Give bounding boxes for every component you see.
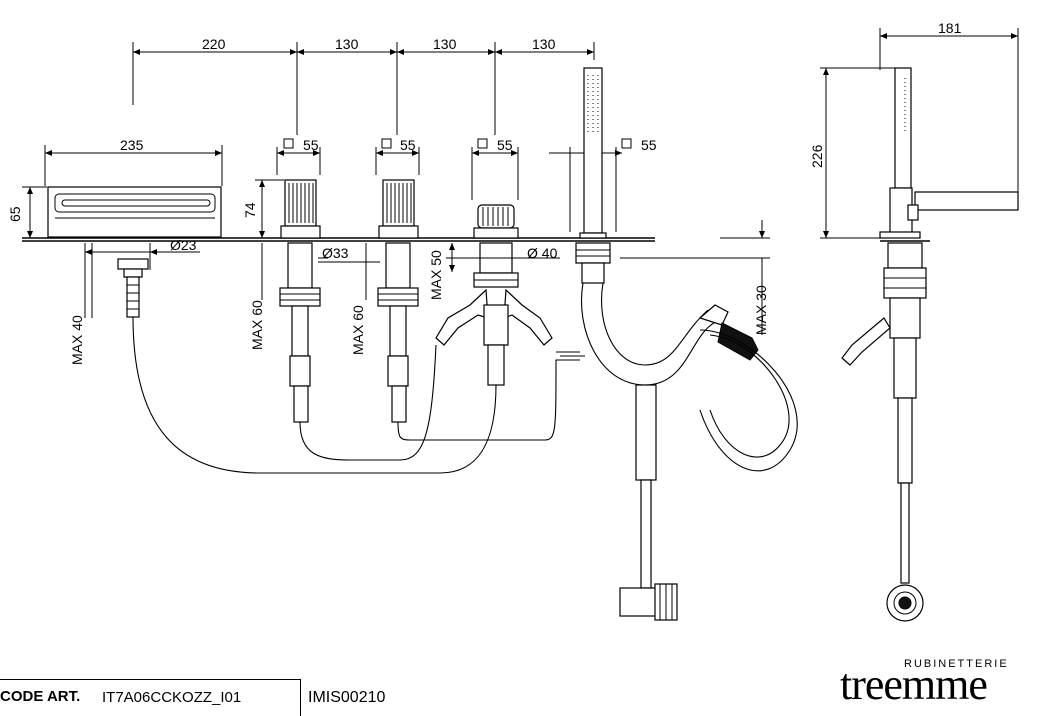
diverter: 55 MAX 50 Ø 40 (428, 137, 560, 386)
dim-55-b: 55 (400, 137, 416, 153)
handle-left: 55 74 MAX 60 Ø33 (242, 137, 380, 423)
dim-max-30: MAX 30 (753, 285, 769, 335)
dim-130-c: 130 (532, 36, 556, 52)
top-spacing-dimensions: 220 130 130 130 (132, 36, 595, 135)
dim-55-c: 55 (497, 137, 513, 153)
title-block-top-rule (0, 679, 301, 680)
title-block-divider (300, 680, 301, 716)
dim-max-50: MAX 50 (428, 250, 444, 300)
dim-65: 65 (7, 206, 23, 222)
supply-hoses (132, 316, 585, 474)
dim-max-40: MAX 40 (69, 315, 85, 365)
dim-max-60-b: MAX 60 (350, 305, 366, 355)
dim-d33: Ø33 (322, 245, 349, 261)
handle-center: 55 MAX 60 (350, 137, 420, 423)
dim-74: 74 (242, 202, 258, 218)
dim-181: 181 (938, 20, 962, 36)
dim-max-60-a: MAX 60 (249, 300, 265, 350)
dim-220: 220 (202, 36, 226, 52)
dim-d23: Ø23 (170, 237, 197, 253)
spout: 235 65 Ø23 MAX 40 (7, 137, 223, 365)
code-art-label: CODE ART. (0, 688, 81, 705)
dim-235: 235 (120, 137, 144, 153)
dim-55-a: 55 (303, 137, 319, 153)
dim-130-b: 130 (433, 36, 457, 52)
dim-130-a: 130 (335, 36, 359, 52)
document-number: IMIS00210 (308, 689, 386, 706)
shower-handset: 55 MAX 30 (549, 67, 798, 621)
side-view: 181 226 (809, 20, 1019, 622)
article-code: IT7A06CCKOZZ_I01 (102, 689, 242, 706)
brand-logo: treemme (840, 660, 988, 709)
dim-d40: Ø 40 (527, 245, 558, 261)
brand-subtitle: RUBINETTERIE (904, 658, 1009, 670)
dim-226: 226 (809, 144, 825, 168)
dim-55-d: 55 (641, 137, 657, 153)
